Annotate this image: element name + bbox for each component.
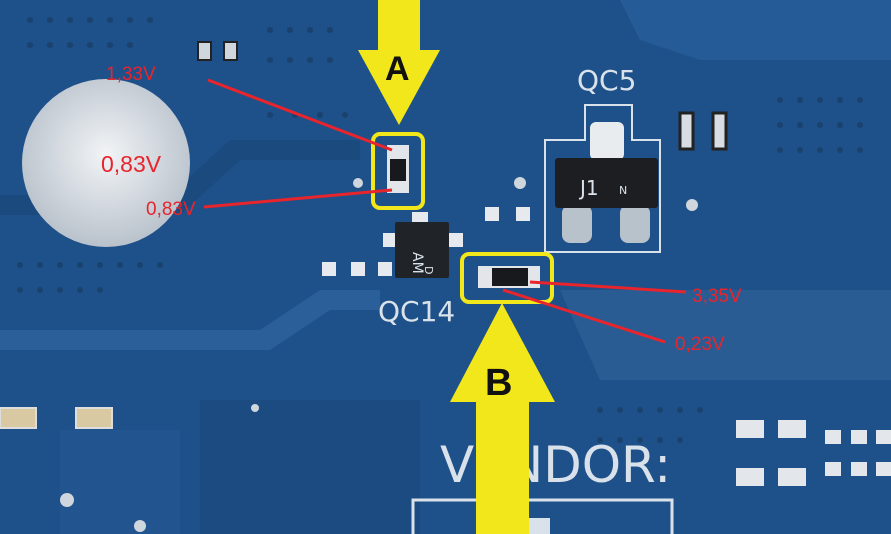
via-dots bbox=[17, 17, 863, 443]
component-b bbox=[478, 266, 540, 288]
voltage-label-b-upper: 3,35V bbox=[692, 286, 742, 307]
qc14-component bbox=[383, 212, 463, 278]
component-a bbox=[387, 145, 409, 193]
qc5-silkscreen-label: QC5 bbox=[577, 64, 636, 97]
voltage-label-a-bottom: 0,83V bbox=[146, 199, 196, 220]
voltage-label-b-lower: 0,23V bbox=[675, 334, 725, 355]
round-test-pad bbox=[22, 79, 190, 247]
qc14-chip-marking-small: D bbox=[422, 266, 435, 274]
highlight-box-b bbox=[460, 252, 554, 304]
voltage-label-a-mid: 0,83V bbox=[101, 151, 162, 177]
voltage-label-a-top: 1,33V bbox=[106, 64, 156, 85]
annotation-lines bbox=[203, 78, 687, 344]
qc5-chip-marking-small: N bbox=[619, 184, 627, 197]
vendor-outline bbox=[411, 498, 674, 534]
qc14-silkscreen-label: QC14 bbox=[378, 295, 455, 328]
smd-pads bbox=[0, 41, 891, 532]
qc5-component bbox=[544, 104, 661, 253]
qc14-chip-marking: AM bbox=[409, 252, 425, 274]
arrow-b-icon bbox=[450, 303, 555, 534]
arrow-a-icon bbox=[358, 0, 440, 125]
arrow-b-label: B bbox=[485, 362, 512, 404]
highlight-box-a bbox=[371, 132, 425, 210]
vendor-silkscreen-label: VENDOR: bbox=[440, 436, 671, 494]
arrow-a-label: A bbox=[385, 50, 410, 88]
qc5-chip-marking: J1 bbox=[578, 176, 599, 200]
